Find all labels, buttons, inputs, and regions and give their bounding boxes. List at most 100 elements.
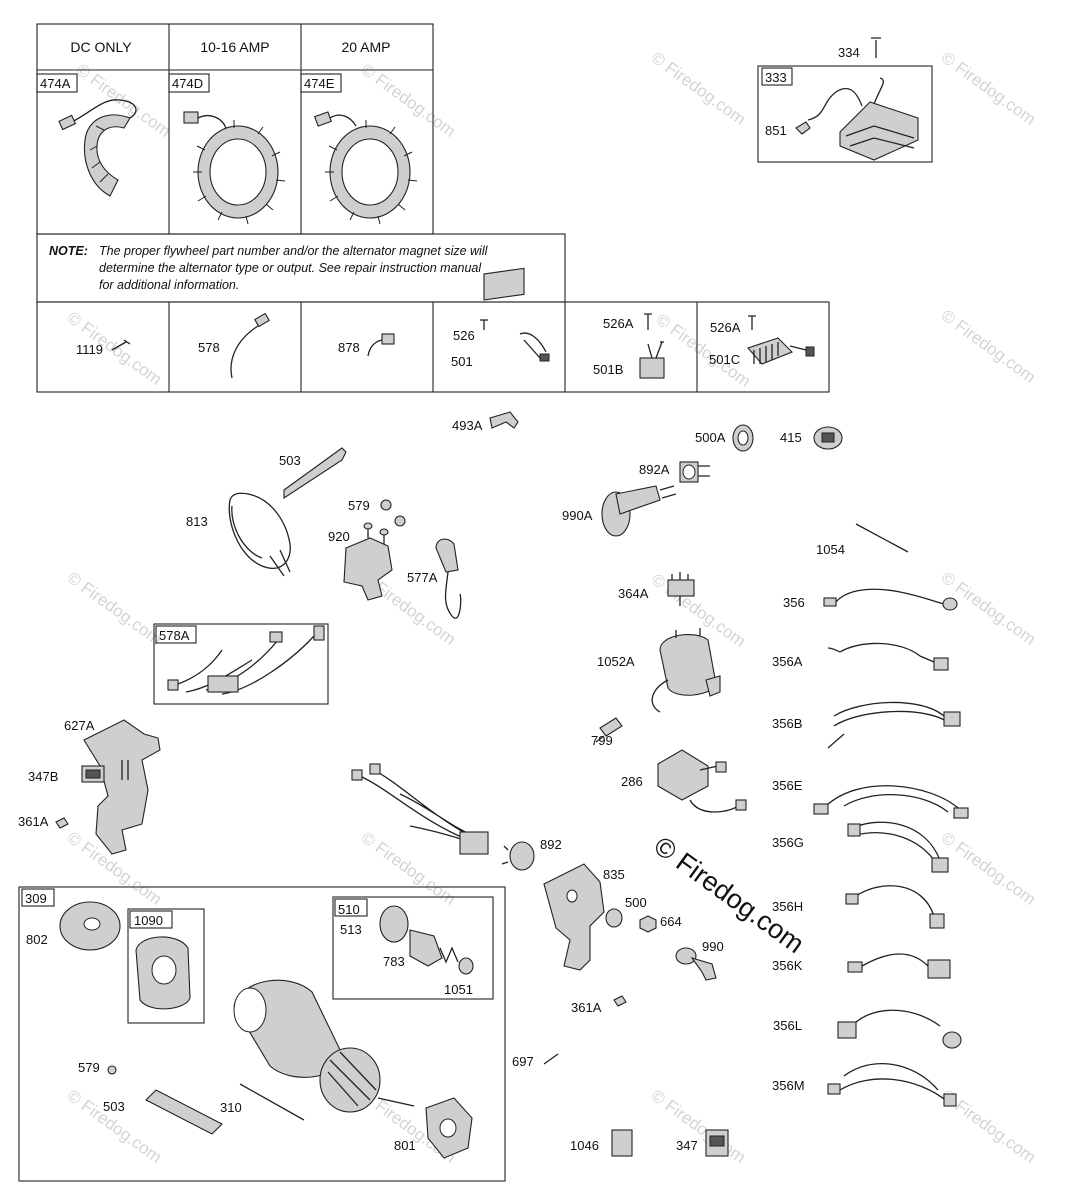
- switch-347-icon: [705, 1129, 729, 1157]
- band-813-icon: [228, 492, 291, 577]
- nut-579b-icon: [394, 515, 406, 527]
- label-356l: 356L: [773, 1018, 802, 1033]
- label-501b: 501B: [593, 362, 623, 377]
- spark-plug-wire-577a-icon: [435, 538, 462, 619]
- housing-310-icon: [233, 979, 345, 1078]
- regulator-501c-icon: [747, 315, 815, 365]
- label-526a-2: 526A: [710, 320, 741, 335]
- label-356g: 356G: [772, 835, 804, 850]
- label-1119: 1119: [76, 342, 103, 357]
- label-513: 513: [340, 922, 362, 937]
- clip-851-icon: [795, 121, 811, 135]
- label-920: 920: [328, 529, 350, 544]
- label-415: 415: [780, 430, 802, 445]
- washer-500-icon: [605, 908, 623, 928]
- plate-802-icon: [59, 901, 121, 951]
- label-361a: 361A: [18, 814, 49, 829]
- brush-holder-1090-icon: [135, 936, 191, 1010]
- label-578a: 578A: [159, 628, 190, 643]
- watermark: © Firedog.com: [648, 48, 750, 129]
- wire-356e-icon: [813, 785, 969, 819]
- label-801: 801: [394, 1138, 416, 1153]
- label-333: 333: [765, 70, 787, 85]
- label-664: 664: [660, 914, 682, 929]
- screw-361a-2-icon: [613, 995, 627, 1007]
- wire-356h-icon: [845, 885, 945, 929]
- label-627a: 627A: [64, 718, 95, 733]
- armature-icon: [319, 1047, 415, 1113]
- label-579-2: 579: [78, 1060, 100, 1075]
- screw-334-icon: [871, 37, 881, 58]
- harness-578a-group: 578A: [153, 623, 329, 705]
- label-493a: 493A: [452, 418, 483, 433]
- label-347: 347: [676, 1138, 698, 1153]
- label-356e: 356E: [772, 778, 803, 793]
- label-356a: 356A: [772, 654, 803, 669]
- key-990-icon: [675, 947, 717, 981]
- label-1051: 1051: [444, 982, 473, 997]
- label-309: 309: [25, 891, 47, 906]
- label-286: 286: [621, 774, 643, 789]
- solenoid-920-icon: [343, 522, 393, 601]
- coil-333-icon: [807, 77, 919, 161]
- solenoid-1052a-icon: [651, 628, 721, 713]
- label-579: 579: [348, 498, 370, 513]
- alternator-table: DC ONLY 10-16 AMP 20 AMP 474A 474D 474E: [36, 23, 830, 393]
- nut-579-2-icon: [107, 1065, 117, 1075]
- ignition-coil-group: 334 333 851: [757, 37, 933, 163]
- code-474e: 474E: [304, 76, 335, 91]
- switch-347b-icon: [81, 765, 105, 783]
- label-364a: 364A: [618, 586, 649, 601]
- label-802: 802: [26, 932, 48, 947]
- starter-309-group: 309 1090 510 802 513 783 1051 579 503: [18, 886, 506, 1182]
- header-dc-only: DC ONLY: [70, 39, 132, 55]
- switch-415-icon: [813, 426, 843, 450]
- label-334: 334: [838, 45, 860, 60]
- label-990: 990: [702, 939, 724, 954]
- label-501c: 501C: [709, 352, 740, 367]
- label-892: 892: [540, 837, 562, 852]
- washer-500a-icon: [732, 424, 754, 452]
- label-813: 813: [186, 514, 208, 529]
- cap-801-icon: [425, 1097, 473, 1159]
- switch-364a-icon: [667, 572, 695, 606]
- label-851: 851: [765, 123, 787, 138]
- harness-578a-icon: [167, 625, 325, 695]
- watermark: © Firedog.com: [648, 1086, 750, 1167]
- choke-knob-990a-icon: [601, 485, 677, 537]
- label-526a: 526A: [603, 316, 634, 331]
- switch-892-icon: [501, 841, 535, 871]
- rectifier-501b-icon: [639, 313, 665, 379]
- nut-579-icon: [380, 499, 392, 511]
- stator-474d-icon: [183, 111, 286, 225]
- label-356m: 356M: [772, 1078, 805, 1093]
- bracket-627a-icon: [83, 719, 161, 855]
- label-503-2: 503: [103, 1099, 125, 1114]
- note-line-2: determine the alternator type or output.…: [99, 261, 482, 275]
- label-578: 578: [198, 340, 220, 355]
- note-label: NOTE:: [49, 244, 88, 258]
- module-286-icon: [657, 749, 747, 813]
- screw-1119-icon: [111, 339, 131, 351]
- harness-356m-icon: [827, 1063, 957, 1107]
- label-310: 310: [220, 1100, 242, 1115]
- label-503: 503: [279, 453, 301, 468]
- watermark: © Firedog.com: [938, 828, 1040, 909]
- bracket-503-2-icon: [145, 1089, 223, 1135]
- label-361a-2: 361A: [571, 1000, 602, 1015]
- code-474d: 474D: [172, 76, 203, 91]
- note-line-1: The proper flywheel part number and/or t…: [99, 244, 489, 258]
- label-526: 526: [453, 328, 475, 343]
- wire-356b-icon: [827, 701, 961, 749]
- watermark: © Firedog.com: [64, 568, 166, 649]
- label-799: 799: [591, 733, 613, 748]
- wire-356-icon: [823, 588, 958, 611]
- cable-356l-icon: [837, 1009, 962, 1049]
- nut-664-icon: [639, 915, 657, 933]
- label-1054: 1054: [816, 542, 845, 557]
- key-switch-892a-icon: [679, 461, 710, 483]
- label-347b: 347B: [28, 769, 58, 784]
- spring-783-icon: [439, 946, 474, 975]
- header-20-amp: 20 AMP: [341, 39, 390, 55]
- label-783: 783: [383, 954, 405, 969]
